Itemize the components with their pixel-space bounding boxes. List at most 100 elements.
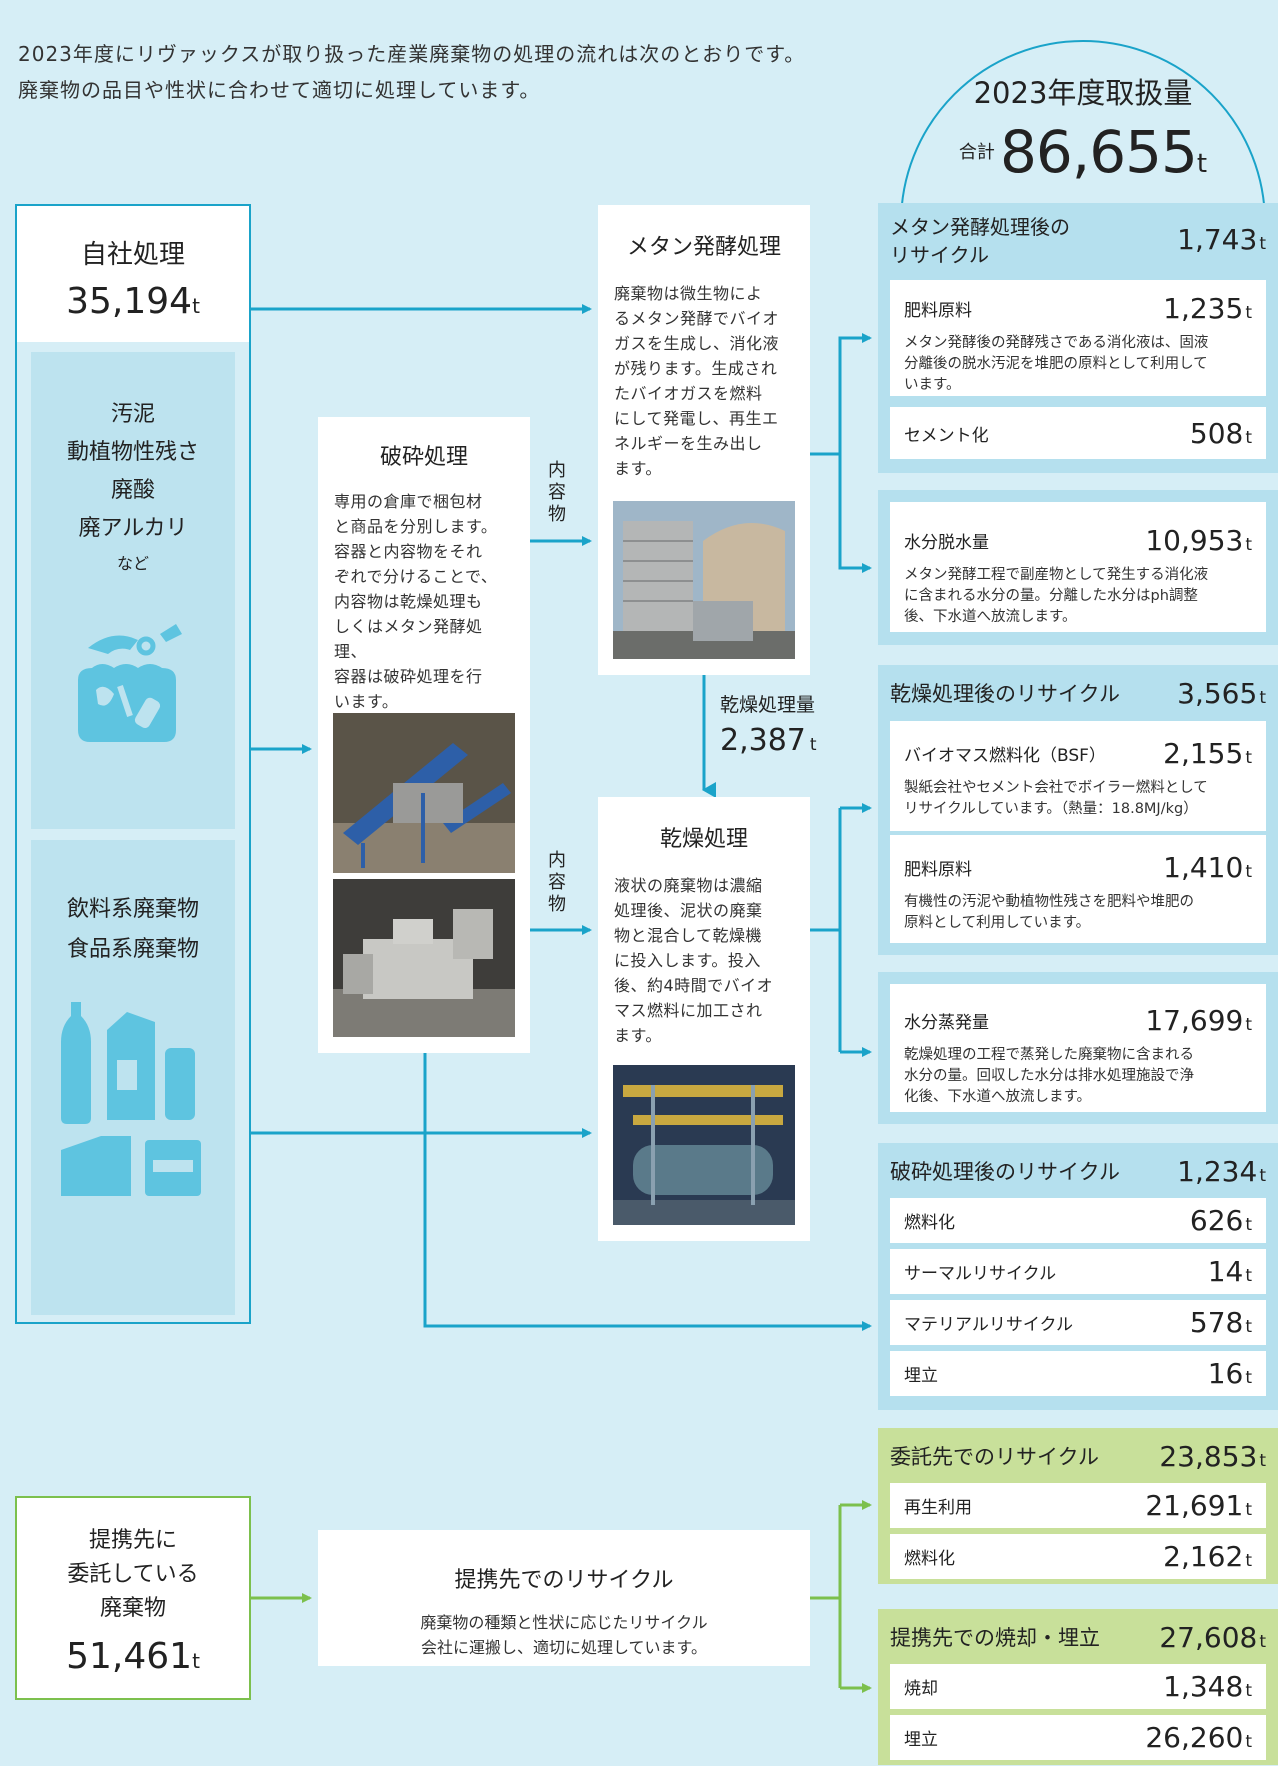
crushing-process: 破砕処理 専用の倉庫で梱包材 と商品を分別します。 容器と内容物をそれ ぞれで分…: [318, 417, 530, 1053]
crushing-conveyor-photo: [333, 713, 515, 873]
material-item: 飲料系廃棄物: [66, 897, 199, 922]
evaporation-name: 水分蒸発量: [904, 1013, 989, 1033]
unit: t: [1245, 1732, 1252, 1752]
crushing-text-line: しくはメタン発酵処理、: [334, 617, 483, 661]
unit: t: [1245, 303, 1252, 323]
intro-text: 2023年度にリヴァックスが取り扱った産業廃棄物の処理の流れは次のとおりです。 …: [18, 36, 805, 108]
methane-recycle-title: メタン発酵処理後の: [890, 215, 1070, 239]
self-processing-title: 自社処理: [80, 240, 185, 270]
incinerate-value: 1,348: [1163, 1670, 1244, 1703]
methane-text-line: ます。: [614, 459, 662, 478]
desc-line: リサイクルしています。（熱量：18.8MJ/kg）: [904, 801, 1198, 817]
crushing-text-line: ぞれで分けることで、: [334, 567, 498, 586]
unit: t: [1245, 1215, 1252, 1235]
methane-recycle-value: 1,743: [1177, 223, 1258, 256]
drying-title: 乾燥処理: [659, 827, 748, 852]
total-sum: 合計 86,655t: [900, 118, 1266, 186]
unit: t: [192, 1649, 200, 1673]
methane-text-line: が残ります。生成され: [614, 359, 778, 378]
unit: t: [1245, 1368, 1252, 1388]
partner-recycle-text: 廃棄物の種類と性状に応じたリサイクル: [420, 1613, 708, 1632]
thermal-recycle-name: サーマルリサイクル: [904, 1264, 1057, 1284]
partner-landfill-name: 埋立: [904, 1730, 938, 1750]
drying-amount-label: 乾燥処理量: [720, 694, 816, 716]
unit: t: [1245, 535, 1252, 555]
outsourced-recycle-title: 委託先でのリサイクル: [890, 1445, 1099, 1469]
incinerate-name: 焼却: [904, 1679, 938, 1699]
material-item: 廃酸: [110, 478, 155, 503]
drying-text-line: ます。: [614, 1026, 662, 1045]
partner-recycle-title: 提携先でのリサイクル: [454, 1568, 674, 1593]
beverage-containers-icon: [61, 1002, 201, 1196]
drying-text-line: に投入します。投入: [614, 951, 761, 970]
unit: t: [1259, 1450, 1266, 1471]
unit: t: [1245, 1317, 1252, 1337]
material-recycle-value: 578: [1189, 1306, 1244, 1339]
outsourced-fuel-name: 燃料化: [904, 1549, 955, 1569]
unit: t: [1245, 1551, 1252, 1571]
cement-value: 508: [1189, 416, 1244, 450]
incineration-value: 27,608: [1159, 1620, 1258, 1654]
total-title: 2023年度取扱量: [973, 76, 1193, 110]
methane-recycle-title-2: リサイクル: [890, 243, 989, 267]
material-item: 廃アルカリ: [78, 516, 188, 541]
crushing-text-line: 容器は破砕処理を行: [334, 667, 483, 686]
self-processing-header: 自社処理 35,194t: [17, 206, 249, 342]
biomass-fuel-name: バイオマス燃料化（BSF）: [904, 746, 1106, 766]
material-group-sludge: 汚泥 動植物性残さ 廃酸 廃アルカリ など: [31, 352, 235, 829]
fuel-name: 燃料化: [904, 1213, 955, 1233]
crushing-title: 破砕処理: [379, 445, 468, 470]
methane-tank-photo: [613, 501, 795, 659]
contents-label-lower: 内容物: [548, 850, 566, 915]
desc-line: 製紙会社やセメント会社でボイラー燃料として: [904, 780, 1208, 796]
methane-process: メタン発酵処理 廃棄物は微生物によ るメタン発酵でバイオ ガスを生成し、消化液 …: [598, 205, 810, 675]
waste-bin-icon: [78, 624, 182, 742]
intro-line-1: 2023年度にリヴァックスが取り扱った産業廃棄物の処理の流れは次のとおりです。: [18, 42, 806, 66]
crushing-machine-photo: [333, 879, 515, 1037]
dryer-photo: [613, 1065, 795, 1225]
methane-text-line: ガスを生成し、消化液: [614, 334, 780, 353]
crushing-text-line: 容器と内容物をそれ: [334, 542, 483, 561]
unit: t: [1245, 1500, 1252, 1520]
unit: t: [1245, 1015, 1252, 1035]
drying-text-line: 後、約4時間でバイオ: [614, 976, 774, 995]
desc-line: 有機性の汚泥や動植物性残さを肥料や堆肥の: [904, 894, 1194, 910]
fertilizer-value: 1,235: [1163, 292, 1244, 325]
self-processing-value: 35,194t: [17, 281, 249, 322]
methane-text-line: にして発電し、再生エ: [614, 409, 779, 428]
partner-title-line: 廃棄物: [99, 1596, 166, 1621]
total-unit: t: [1196, 149, 1208, 179]
methane-text-line: たバイオガスを燃料: [614, 384, 763, 403]
unit: t: [1245, 1266, 1252, 1286]
methane-text-line: 廃棄物は微生物によ: [614, 284, 763, 303]
fuel-value: 626: [1189, 1204, 1244, 1237]
drying-amount-number: 2,387: [720, 723, 806, 758]
drying-text-line: 液状の廃棄物は濃縮: [614, 876, 763, 895]
dewater-name: 水分脱水量: [904, 533, 989, 553]
arrow-drying-branch: [810, 808, 842, 1052]
material-item: 汚泥: [110, 402, 155, 427]
outsourced-fuel-value: 2,162: [1163, 1540, 1244, 1573]
desc-line: 分離後の脱水汚泥を堆肥の原料として利用して: [904, 356, 1208, 372]
arrow-partner-branch: [810, 1505, 842, 1688]
desc-line: 乾燥処理の工程で蒸発した廃棄物に含まれる: [904, 1047, 1194, 1063]
partner-value: 51,461: [66, 1636, 193, 1677]
drying-recycle-title: 乾燥処理後のリサイクル: [890, 682, 1120, 706]
partner-recycle-box: 提携先でのリサイクル 廃棄物の種類と性状に応じたリサイクル会社に運搬し、適切に処…: [318, 1530, 810, 1666]
contents-label-upper: 内容物: [548, 460, 566, 525]
